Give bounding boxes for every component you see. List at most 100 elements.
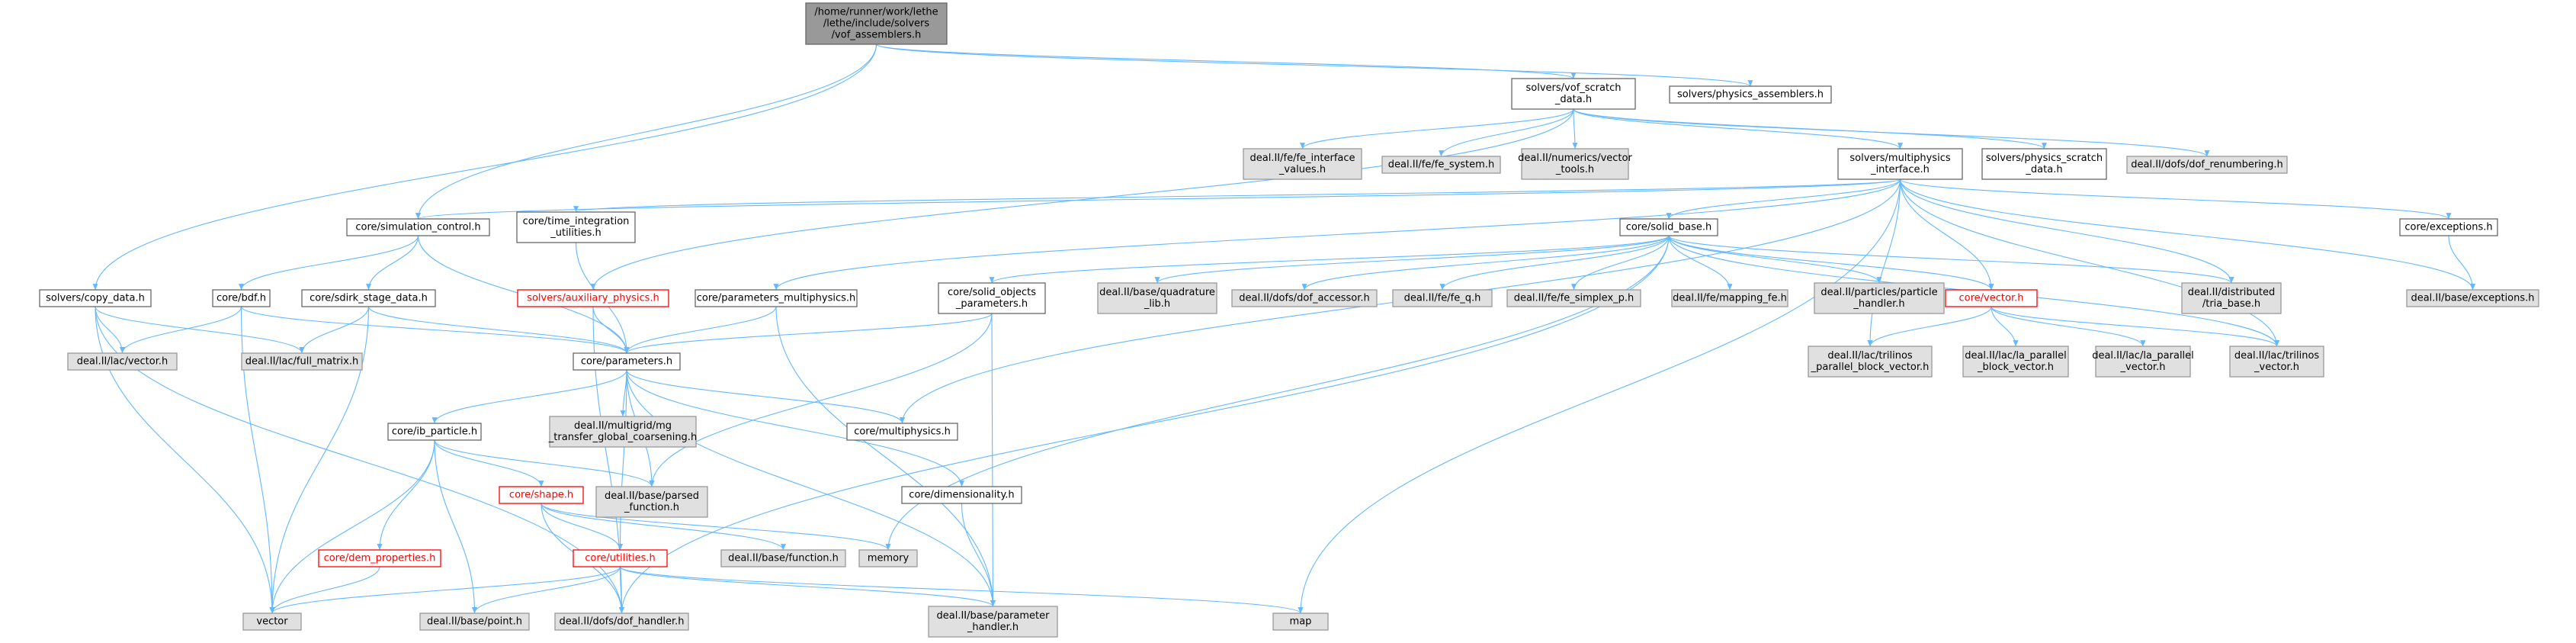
node-bdf[interactable]: core/bdf.h — [212, 289, 271, 307]
node-label-line: deal.II/lac/trilinos — [1827, 350, 1913, 362]
node-label-line: _vector.h — [2120, 362, 2166, 373]
edge-multiphysics_interface-to-time_integration — [573, 178, 1901, 213]
node-label-line: deal.II/dofs/dof_handler.h — [559, 616, 684, 628]
node-exceptions[interactable]: core/exceptions.h — [2399, 218, 2498, 236]
node-label-line: deal.II/dofs/dof_accessor.h — [1239, 293, 1370, 304]
node-label-line: /vof_assemblers.h — [832, 30, 922, 41]
node-box — [573, 549, 668, 567]
node-auxiliary_physics[interactable]: solvers/auxiliary_physics.h — [517, 289, 669, 307]
edge-multiphysics_interface-to-exceptions — [1899, 178, 2452, 220]
node-multiphysics[interactable]: core/multiphysics.h — [846, 423, 958, 441]
node-label-line: _values.h — [1278, 164, 1326, 175]
node-box — [2399, 218, 2498, 236]
node-root[interactable]: /home/runner/work/lethe/lethe/include/so… — [805, 2, 948, 45]
edge-bdf-to-parameters — [240, 306, 630, 354]
node-label-line: deal.II/multigrid/mg — [574, 420, 672, 432]
node-label-line: _parameters.h — [955, 298, 1028, 310]
edge-utilities-to-dof_handler — [618, 566, 625, 614]
node-lac_vector: deal.II/lac/vector.h — [67, 352, 178, 371]
node-box — [1097, 282, 1217, 314]
node-dimensionality[interactable]: core/dimensionality.h — [901, 486, 1022, 504]
edge-parameters-to-ib_particle — [431, 369, 627, 424]
node-label-line: _vector.h — [2254, 362, 2299, 373]
node-label-line: deal.II/lac/la_parallel — [1965, 350, 2067, 362]
node-label-line: deal.II/distributed — [2188, 287, 2276, 298]
edge-parameters_multiphysics-to-parameters — [624, 306, 777, 354]
node-fe_simplex_p: deal.II/fe/fe_simplex_p.h — [1506, 289, 1641, 307]
node-multiphysics_interface[interactable]: solvers/multiphysics_interface.h — [1837, 148, 1963, 180]
node-quadrature_lib: deal.II/base/quadrature_lib.h — [1097, 282, 1217, 314]
edge-shape-to-memory — [541, 503, 891, 551]
edge-parameters_multiphysics-to-parameter_handler — [775, 306, 996, 607]
node-box — [499, 486, 584, 504]
node-label-line: core/vector.h — [1959, 293, 2024, 304]
node-box — [1981, 148, 2107, 180]
node-dem_properties[interactable]: core/dem_properties.h — [318, 549, 441, 567]
node-shape[interactable]: core/shape.h — [499, 486, 584, 504]
node-box — [720, 549, 846, 567]
node-label-line: deal.II/base/point.h — [427, 616, 522, 628]
node-label-line: _transfer_global_coarsening.h — [548, 432, 697, 443]
node-label-line: _interface.h — [1870, 164, 1930, 175]
node-time_integration[interactable]: core/time_integration_utilities.h — [516, 211, 636, 243]
node-layer: /home/runner/work/lethe/lethe/include/so… — [39, 2, 2539, 638]
node-box — [1962, 346, 2069, 378]
node-box — [573, 352, 681, 371]
node-label-line: _parallel_block_vector.h — [1811, 362, 1930, 373]
edge-auxiliary_physics-to-dof_handler — [592, 306, 625, 614]
node-parameters_multiphysics[interactable]: core/parameters_multiphysics.h — [695, 289, 858, 307]
node-vof_scratch[interactable]: solvers/vof_scratch_data.h — [1511, 78, 1636, 110]
edge-shape-to-base_function — [541, 503, 786, 551]
node-solid_objects_parameters[interactable]: core/solid_objects_parameters.h — [938, 282, 1046, 314]
node-label-line: deal.II/fe/mapping_fe.h — [1673, 293, 1787, 304]
node-label-line: core/simulation_control.h — [355, 222, 480, 233]
node-label-line: deal.II/base/parameter — [936, 610, 1050, 622]
edge-vof_scratch-to-auxiliary_physics — [590, 108, 1574, 291]
node-label-line: deal.II/lac/trilinos — [2234, 350, 2320, 362]
node-box — [2181, 282, 2282, 314]
edge-vof_scratch-to-fe_interface_values — [1300, 108, 1574, 149]
node-core_vector[interactable]: core/vector.h — [1945, 289, 2038, 307]
node-box — [1814, 282, 1945, 314]
node-box — [595, 486, 708, 518]
node-box — [1808, 346, 1933, 378]
edge-vof_scratch-to-dof_renumbering — [1573, 108, 2210, 157]
node-box — [928, 606, 1058, 638]
edge-copy_data-to-dof_handler — [95, 306, 624, 614]
node-ib_particle[interactable]: core/ib_particle.h — [387, 423, 482, 441]
edge-multiphysics_interface-to-core_vector — [1899, 178, 1994, 291]
node-parameters[interactable]: core/parameters.h — [573, 352, 681, 371]
node-sdirk[interactable]: core/sdirk_stage_data.h — [301, 289, 436, 307]
node-label-line: solvers/vof_scratch — [1526, 82, 1622, 94]
node-label-line: solvers/copy_data.h — [46, 293, 145, 304]
node-label-line: /home/runner/work/lethe — [814, 7, 938, 18]
edge-utilities-to-vector_std — [269, 566, 621, 614]
node-physics_scratch[interactable]: solvers/physics_scratch_data.h — [1981, 148, 2107, 180]
edge-solid_base-to-dof_accessor — [1301, 235, 1670, 291]
node-box — [901, 486, 1022, 504]
edge-multiphysics_interface-to-base_exceptions — [1899, 178, 2475, 291]
node-label-line: solvers/physics_scratch — [1986, 153, 2103, 164]
node-label-line: solvers/multiphysics — [1849, 153, 1950, 164]
node-dof_handler: deal.II/dofs/dof_handler.h — [554, 612, 689, 631]
node-label-line: vector — [256, 616, 288, 628]
node-box — [554, 612, 689, 631]
node-mapping_fe: deal.II/fe/mapping_fe.h — [1671, 289, 1788, 307]
edge-bdf-to-vector_std — [240, 306, 275, 614]
edge-solid_base-to-fe_q — [1439, 235, 1670, 291]
node-utilities[interactable]: core/utilities.h — [573, 549, 668, 567]
node-solid_base[interactable]: core/solid_base.h — [1619, 218, 1718, 236]
node-label-line: _tools.h — [1555, 164, 1594, 175]
node-label-line: _handler.h — [967, 622, 1019, 633]
node-base_function: deal.II/base/function.h — [720, 549, 846, 567]
node-memory: memory — [858, 549, 918, 567]
edge-utilities-to-map — [619, 566, 1304, 614]
edge-solid_base-to-fe_simplex_p — [1571, 235, 1670, 291]
node-copy_data[interactable]: solvers/copy_data.h — [39, 289, 152, 307]
edge-parameters-to-dimensionality — [626, 369, 964, 487]
node-box — [1392, 289, 1493, 307]
node-box — [2229, 346, 2324, 378]
node-physics_assemblers[interactable]: solvers/physics_assemblers.h — [1669, 85, 1832, 104]
node-simulation_control[interactable]: core/simulation_control.h — [346, 218, 490, 236]
node-box — [1231, 289, 1378, 307]
